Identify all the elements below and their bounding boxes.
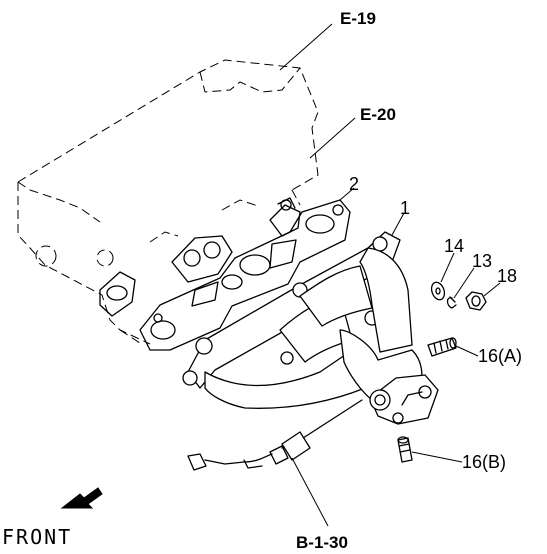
head-exhaust-ports — [99, 197, 301, 317]
part-label-2: 2 — [349, 174, 359, 194]
reference-e19[interactable]: E-19 — [340, 9, 376, 28]
reference-e20[interactable]: E-20 — [360, 105, 396, 124]
part-label-13: 13 — [472, 251, 492, 271]
part-label-18: 18 — [497, 266, 517, 286]
exhaust-manifold — [182, 231, 439, 425]
stud-16b — [397, 436, 413, 463]
leader-lines — [279, 23, 501, 527]
cylinder-head-outline — [17, 59, 319, 345]
arrow-down-left-icon — [60, 487, 103, 509]
stud-16a — [427, 337, 457, 357]
reference-b130[interactable]: B-1-30 — [296, 533, 348, 552]
front-label: FRONT — [2, 525, 72, 549]
part-label-14: 14 — [444, 236, 464, 256]
washer-14 — [430, 281, 446, 301]
part-label-16a: 16(A) — [478, 346, 522, 366]
nut-18 — [465, 291, 487, 311]
exhaust-manifold-gasket — [139, 199, 351, 351]
part-label-1: 1 — [400, 198, 410, 218]
lock-washer-13 — [446, 296, 457, 309]
oxygen-sensor — [187, 399, 363, 471]
part-label-16b: 16(B) — [462, 452, 506, 472]
